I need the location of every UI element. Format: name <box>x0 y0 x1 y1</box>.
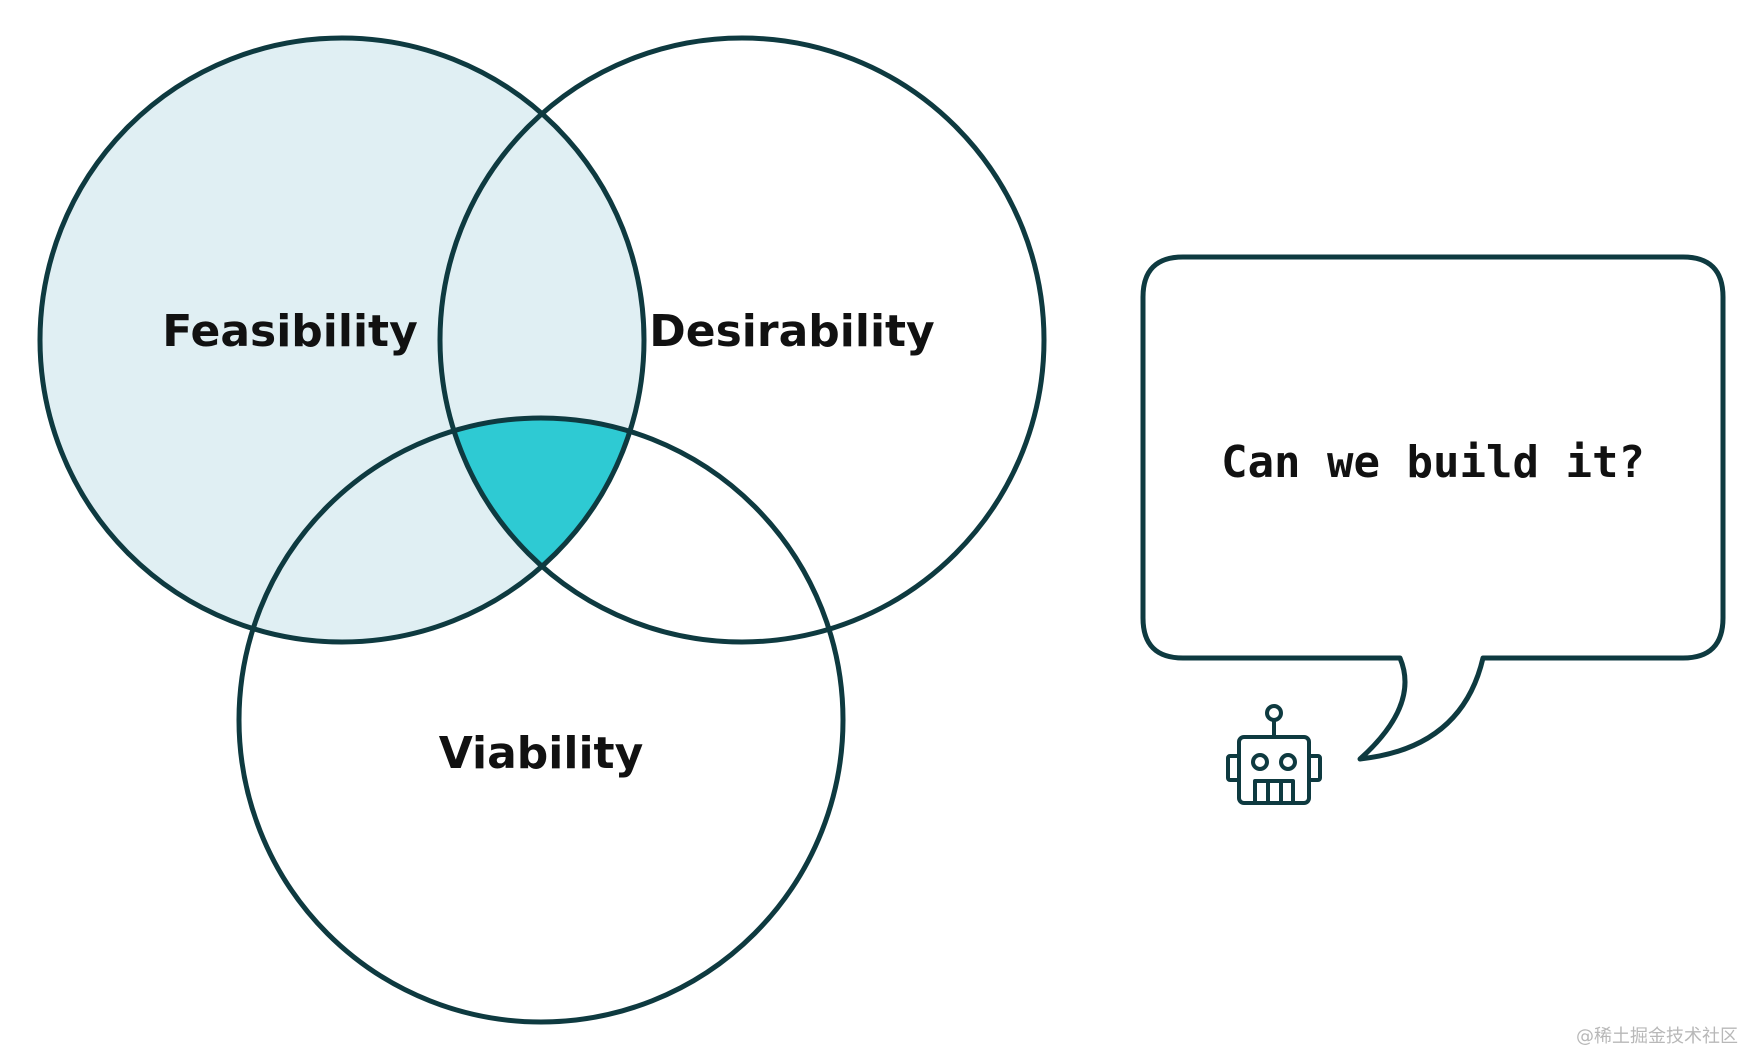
feasibility-circle <box>37 35 647 645</box>
bubble-question: Can we build it? <box>1221 437 1645 488</box>
desirability-circle <box>437 35 1047 645</box>
viability-label: Viability <box>439 728 644 779</box>
robot-icon <box>1226 704 1322 805</box>
viability-circle <box>236 415 846 1025</box>
watermark: @稀土掘金技术社区 <box>1576 1026 1738 1047</box>
feasibility-label: Feasibility <box>162 306 418 357</box>
speech-bubble <box>1140 254 1726 762</box>
desirability-label: Desirability <box>649 306 934 357</box>
